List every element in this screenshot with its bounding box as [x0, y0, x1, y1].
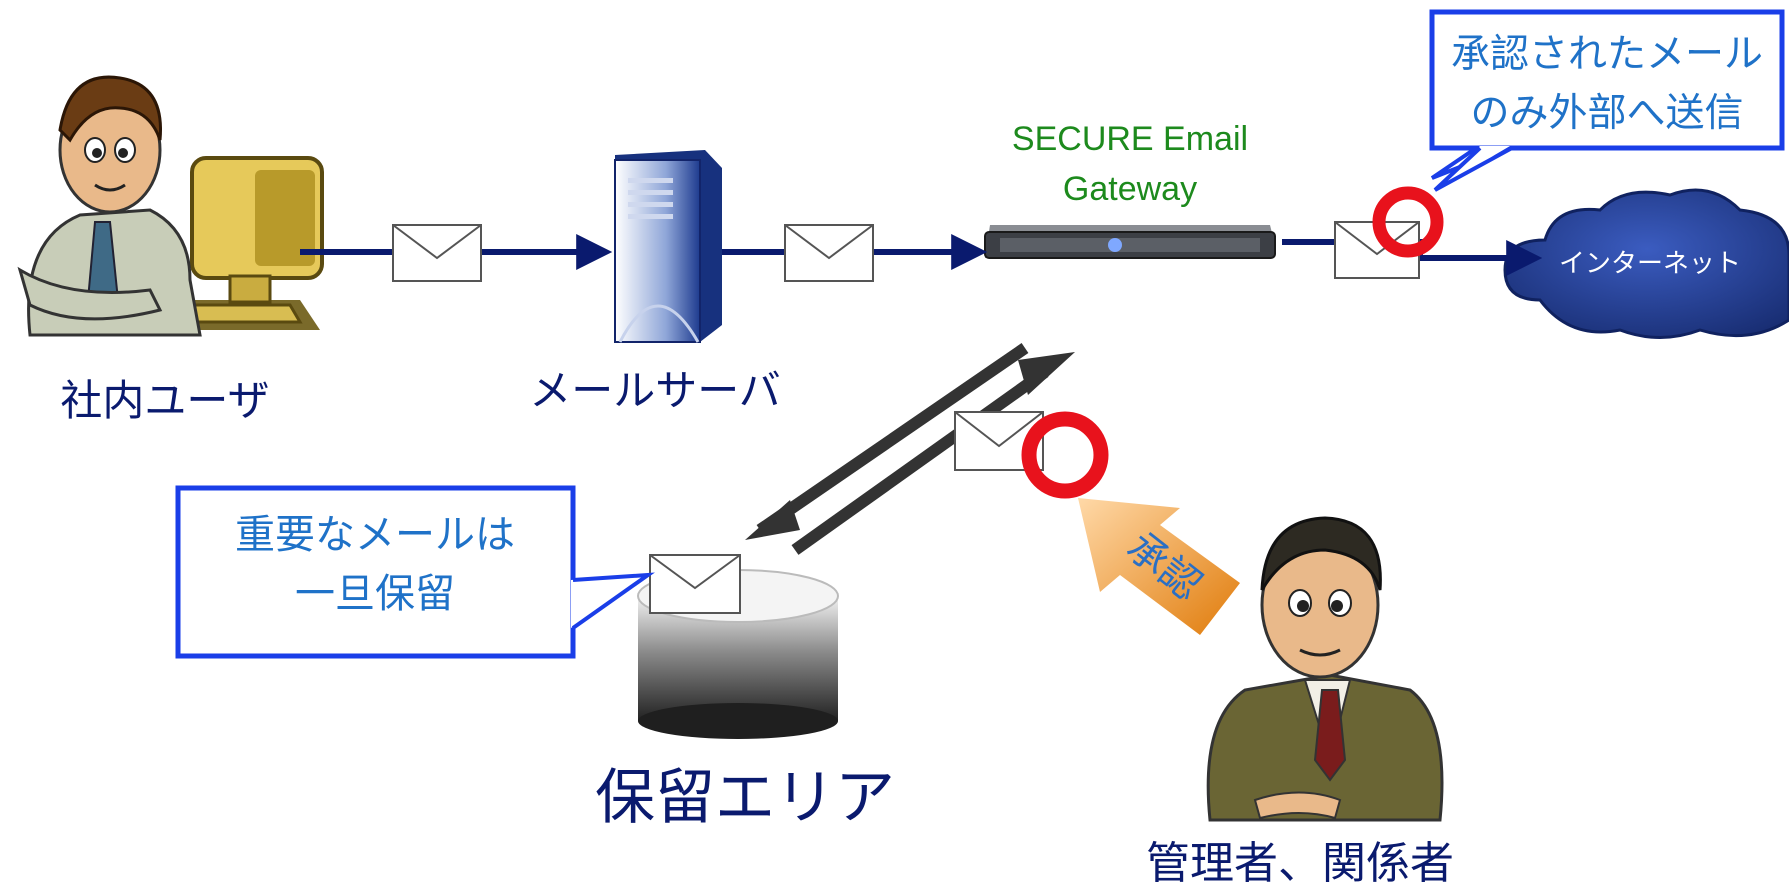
- admin-label: 管理者、関係者: [1146, 838, 1454, 883]
- mail-envelope-icon: [784, 224, 874, 282]
- approval-mark-icon: [1021, 411, 1109, 499]
- mail-envelope-icon: [649, 554, 741, 614]
- office-user-illustration: [17, 75, 324, 337]
- internet-label: インターネット: [1559, 249, 1741, 279]
- user-label: 社内ユーザ: [60, 376, 269, 425]
- callout-approved-mail: 承認されたメール のみ外部へ送信: [1429, 9, 1785, 192]
- gateway-label-line1: SECURE Email: [1012, 120, 1248, 158]
- hold-area-label: 保留エリア: [595, 763, 895, 833]
- mail-server-icon: [614, 150, 722, 343]
- administrator-illustration: [1206, 516, 1444, 822]
- callout-hold-line1: 重要なメールは: [235, 512, 515, 558]
- callout-hold-line2: 一旦保留: [295, 571, 455, 617]
- mail-server-label: メールサーバ: [529, 366, 781, 415]
- gateway-label-line2: Gateway: [1063, 170, 1197, 208]
- gateway-appliance-icon: [984, 225, 1276, 259]
- callout-approved-line2: のみ外部へ送信: [1470, 91, 1743, 136]
- mail-envelope-icon: [392, 224, 482, 282]
- callout-approved-line1: 承認されたメール: [1451, 32, 1763, 77]
- gateway-hold-arrows: [745, 343, 1075, 555]
- callout-hold-mail: 重要なメールは 一旦保留: [175, 485, 655, 659]
- approval-mark-icon: [1372, 186, 1444, 258]
- approval-arrow: 承認: [1078, 498, 1240, 635]
